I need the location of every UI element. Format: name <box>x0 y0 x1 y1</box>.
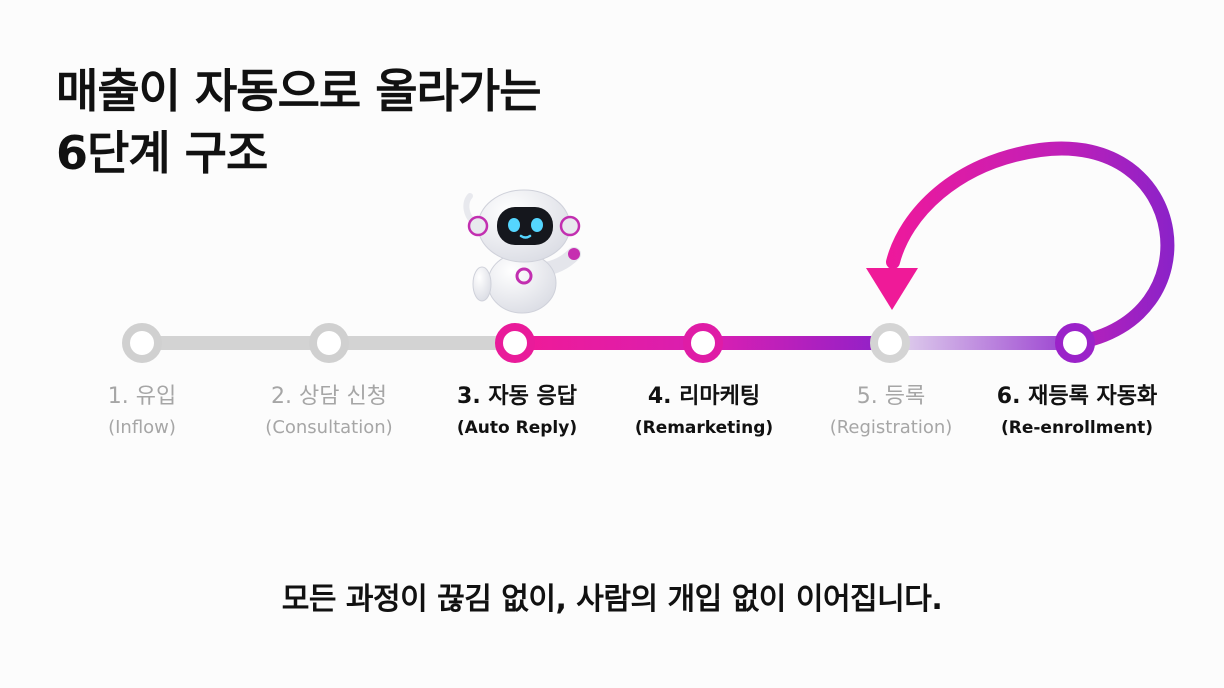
step-4-sub: (Remarketing) <box>634 418 774 438</box>
step-5-label: 5. 등록 <box>856 384 926 409</box>
step-node-4 <box>683 323 723 363</box>
step-3-label: 3. 자동 응답 <box>457 384 577 409</box>
step-1: 1. 유입 (Inflow) <box>42 380 242 442</box>
step-3-sub: (Auto Reply) <box>456 418 578 438</box>
title-line-2: 6단계 구조 <box>56 126 268 180</box>
step-5: 5. 등록 (Registration) <box>791 380 991 442</box>
step-5-sub: (Registration) <box>829 417 953 438</box>
step-6: 6. 재등록 자동화 (Re-enrollment) <box>977 380 1177 442</box>
step-2-sub: (Consultation) <box>265 417 393 438</box>
title-line-1: 매출이 자동으로 올라가는 <box>56 64 542 118</box>
loop-arrow-icon <box>866 141 1175 350</box>
step-6-sub: (Re-enrollment) <box>1000 418 1154 438</box>
step-1-label: 1. 유입 <box>107 384 177 409</box>
step-node-6 <box>1055 323 1095 363</box>
robot-mascot-icon <box>463 189 581 314</box>
footer-caption: 모든 과정이 끊김 없이, 사람의 개입 없이 이어집니다. <box>281 582 943 617</box>
step-node-2 <box>309 323 349 363</box>
step-node-5 <box>870 323 910 363</box>
diagram-title: 매출이 자동으로 올라가는 6단계 구조 <box>56 60 542 184</box>
step-1-sub: (Inflow) <box>108 417 176 438</box>
step-node-3 <box>495 323 535 363</box>
step-2-label: 2. 상담 신청 <box>271 384 387 409</box>
step-4: 4. 리마케팅 (Remarketing) <box>604 380 804 442</box>
step-6-label: 6. 재등록 자동화 <box>996 384 1158 409</box>
step-node-1 <box>122 323 162 363</box>
step-4-label: 4. 리마케팅 <box>647 384 761 409</box>
step-2: 2. 상담 신청 (Consultation) <box>229 380 429 442</box>
step-3: 3. 자동 응답 (Auto Reply) <box>417 380 617 442</box>
